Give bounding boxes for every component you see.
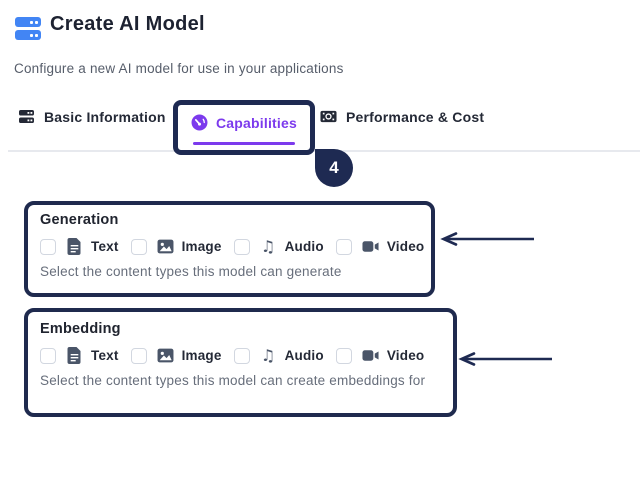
generation-group-title: Generation [40, 212, 119, 228]
embedding-image-checkbox[interactable] [130, 347, 147, 364]
file-text-icon [67, 238, 81, 255]
video-camera-icon [362, 350, 379, 361]
embedding-text-checkbox[interactable] [40, 347, 56, 364]
generation-option-video[interactable]: Video [335, 238, 425, 255]
gauge-icon [191, 114, 208, 131]
file-text-icon [67, 347, 81, 364]
tab-capabilities[interactable]: Capabilities [191, 114, 297, 131]
server-stack-icon [15, 17, 41, 40]
embedding-audio-label: Audio [284, 348, 324, 363]
server-stack-icon [19, 110, 34, 123]
embedding-option-video[interactable]: Video [335, 347, 425, 364]
embedding-group-title: Embedding [40, 321, 121, 337]
generation-text-checkbox[interactable] [40, 238, 56, 255]
music-note-icon: ♫ [260, 345, 276, 365]
embedding-image-label: Image [181, 348, 222, 363]
embedding-video-checkbox[interactable] [335, 347, 352, 364]
step-badge-number: 4 [329, 158, 339, 177]
tab-capabilities-label: Capabilities [216, 114, 297, 131]
embedding-options-row: Text Image ♫ Audio [40, 347, 441, 364]
embedding-hint: Select the content types this model can … [40, 373, 426, 388]
embedding-video-label: Video [386, 348, 425, 363]
banknote-icon [320, 110, 337, 123]
generation-image-checkbox[interactable] [130, 238, 147, 255]
embedding-option-audio[interactable]: ♫ Audio [233, 345, 324, 365]
generation-video-checkbox[interactable] [335, 238, 352, 255]
image-icon [157, 239, 174, 254]
embedding-option-text[interactable]: Text [40, 347, 119, 364]
generation-group: Generation Text Image [24, 201, 435, 297]
page-title: Create AI Model [50, 13, 205, 35]
tab-performance-cost[interactable]: Performance & Cost [320, 108, 484, 125]
arrow-to-embedding-group [458, 352, 552, 366]
active-tab-underline [193, 141, 295, 145]
generation-options-row: Text Image ♫ Audio [40, 236, 424, 256]
arrow-to-generation-group [440, 232, 534, 246]
tab-basic-information-label: Basic Information [44, 108, 166, 125]
image-icon [157, 348, 174, 363]
tab-performance-cost-label: Performance & Cost [346, 108, 485, 125]
generation-hint: Select the content types this model can … [40, 264, 342, 279]
music-note-icon: ♫ [260, 236, 276, 256]
tab-basic-information[interactable]: Basic Information [18, 108, 166, 125]
generation-option-image[interactable]: Image [130, 238, 222, 255]
step-badge: 4 [315, 149, 353, 187]
embedding-option-image[interactable]: Image [130, 347, 222, 364]
generation-text-label: Text [91, 239, 119, 254]
generation-video-label: Video [386, 239, 425, 254]
generation-image-label: Image [181, 239, 222, 254]
generation-option-text[interactable]: Text [40, 238, 119, 255]
video-camera-icon [362, 241, 379, 252]
embedding-text-label: Text [91, 348, 119, 363]
capabilities-tab-highlight-box: Capabilities [173, 100, 315, 155]
generation-audio-label: Audio [284, 239, 324, 254]
embedding-group: Embedding Text Image [24, 308, 457, 417]
generation-option-audio[interactable]: ♫ Audio [233, 236, 324, 256]
generation-audio-checkbox[interactable] [233, 238, 250, 255]
page-subtitle: Configure a new AI model for use in your… [14, 61, 344, 76]
embedding-audio-checkbox[interactable] [233, 347, 250, 364]
